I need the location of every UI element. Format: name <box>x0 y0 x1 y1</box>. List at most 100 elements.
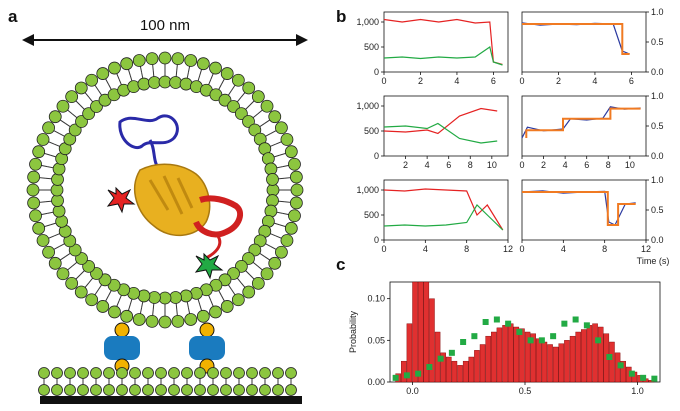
lipid-head <box>264 162 278 176</box>
y-tick-label: 1,000 <box>356 17 379 27</box>
x-tick-label: 4 <box>563 160 568 170</box>
lipid-head <box>288 209 301 223</box>
y-tick-label: 0 <box>374 67 379 77</box>
simulation-point <box>516 329 523 335</box>
x-tick-label: 0 <box>381 76 386 86</box>
lipid-head <box>120 309 134 323</box>
lipid-head <box>148 76 161 89</box>
y-tick-label: 1,000 <box>356 101 379 111</box>
lipid-head <box>285 384 297 396</box>
x-tick-label: 0.5 <box>519 386 532 396</box>
lipid-head <box>103 367 115 379</box>
lipid-head <box>220 367 232 379</box>
x-tick-label: 6 <box>584 160 589 170</box>
y-tick-label: 0.5 <box>651 205 664 215</box>
lipid-head <box>194 367 206 379</box>
simulation-point <box>505 320 512 327</box>
lipid-head <box>74 81 88 95</box>
simulation-point <box>606 354 613 360</box>
lipid-head <box>168 367 180 379</box>
lipid-head <box>181 367 193 379</box>
histogram-bar <box>592 323 598 383</box>
histogram-bar <box>575 331 581 383</box>
lipid-head <box>184 54 198 67</box>
x-tick-label: 4 <box>423 244 428 254</box>
lipid-head <box>145 314 159 328</box>
lipid-head <box>194 384 206 396</box>
lipid-head <box>259 367 271 379</box>
y-tick-label: 0.10 <box>367 294 385 304</box>
supported-bilayer <box>38 367 297 396</box>
lipid-head <box>132 54 146 67</box>
x-tick-label: 10 <box>625 160 635 170</box>
lipid-head <box>260 267 274 281</box>
lipid-head <box>168 384 180 396</box>
y-tick-label: 0.5 <box>651 37 664 47</box>
lipid-vesicle <box>26 51 304 329</box>
lipid-head <box>246 384 258 396</box>
lipid-head <box>64 384 76 396</box>
lipid-head <box>120 57 134 71</box>
histogram-bar <box>507 323 514 383</box>
lipid-head <box>233 384 245 396</box>
y-tick-label: 0.0 <box>651 151 664 161</box>
histogram-bar <box>462 360 469 383</box>
x-tick-label: 6 <box>446 160 451 170</box>
axes-frame <box>383 95 509 157</box>
y-tick-label: 0.05 <box>367 335 385 345</box>
simulation-point <box>561 320 568 327</box>
y-tick-label: 1.0 <box>651 175 664 185</box>
histogram-bar <box>440 352 446 383</box>
simulation-point <box>595 337 602 344</box>
lipid-head <box>289 170 303 184</box>
lipid-head <box>220 300 234 313</box>
lipid-head <box>196 309 210 323</box>
histogram-bar <box>519 328 525 383</box>
simulation-point <box>403 372 410 379</box>
x-tick-label: 4 <box>454 76 459 86</box>
lipid-head <box>77 384 89 396</box>
x-tick-label: 0 <box>519 160 524 170</box>
lipid-head <box>132 313 146 326</box>
lipid-head <box>248 243 262 257</box>
acceptor-dye-icon <box>106 186 136 214</box>
lipid-head <box>220 67 234 80</box>
lipid-head <box>142 384 154 396</box>
lipid-head <box>56 267 70 281</box>
lipid-head <box>29 157 42 171</box>
lipid-head <box>90 367 102 379</box>
lipid-head <box>268 110 282 124</box>
x-tick-label: 0 <box>381 244 386 254</box>
lipid-head <box>108 61 121 75</box>
panel-label-a: a <box>8 7 18 26</box>
lipid-head <box>158 315 172 329</box>
lipid-head <box>209 61 222 75</box>
lipid-head <box>75 252 88 265</box>
tether-left <box>104 322 140 374</box>
series-acceptor <box>383 18 503 66</box>
series-acceptor <box>383 107 498 135</box>
x-tick-label: 4 <box>592 76 597 86</box>
lipid-head <box>284 221 298 235</box>
lipid-head <box>48 110 62 124</box>
lipid-head <box>260 99 274 113</box>
x-tick-label: 8 <box>606 160 611 170</box>
y-tick-label: 500 <box>364 210 379 220</box>
lipid-head <box>169 291 182 304</box>
lipid-head <box>280 133 294 146</box>
series-fit <box>522 23 630 55</box>
lipid-head <box>207 367 219 379</box>
simulation-point <box>550 333 557 340</box>
lipid-head <box>56 99 70 113</box>
histogram-bar <box>502 325 508 383</box>
histogram-bar <box>457 365 463 383</box>
y-axis-label: Probability <box>348 310 358 353</box>
lipid-head <box>50 183 64 197</box>
histogram-bar <box>429 298 435 383</box>
axes-frame <box>521 11 647 73</box>
lipid-head <box>169 76 182 89</box>
series-fit <box>522 191 636 226</box>
lipid-head <box>184 313 198 326</box>
